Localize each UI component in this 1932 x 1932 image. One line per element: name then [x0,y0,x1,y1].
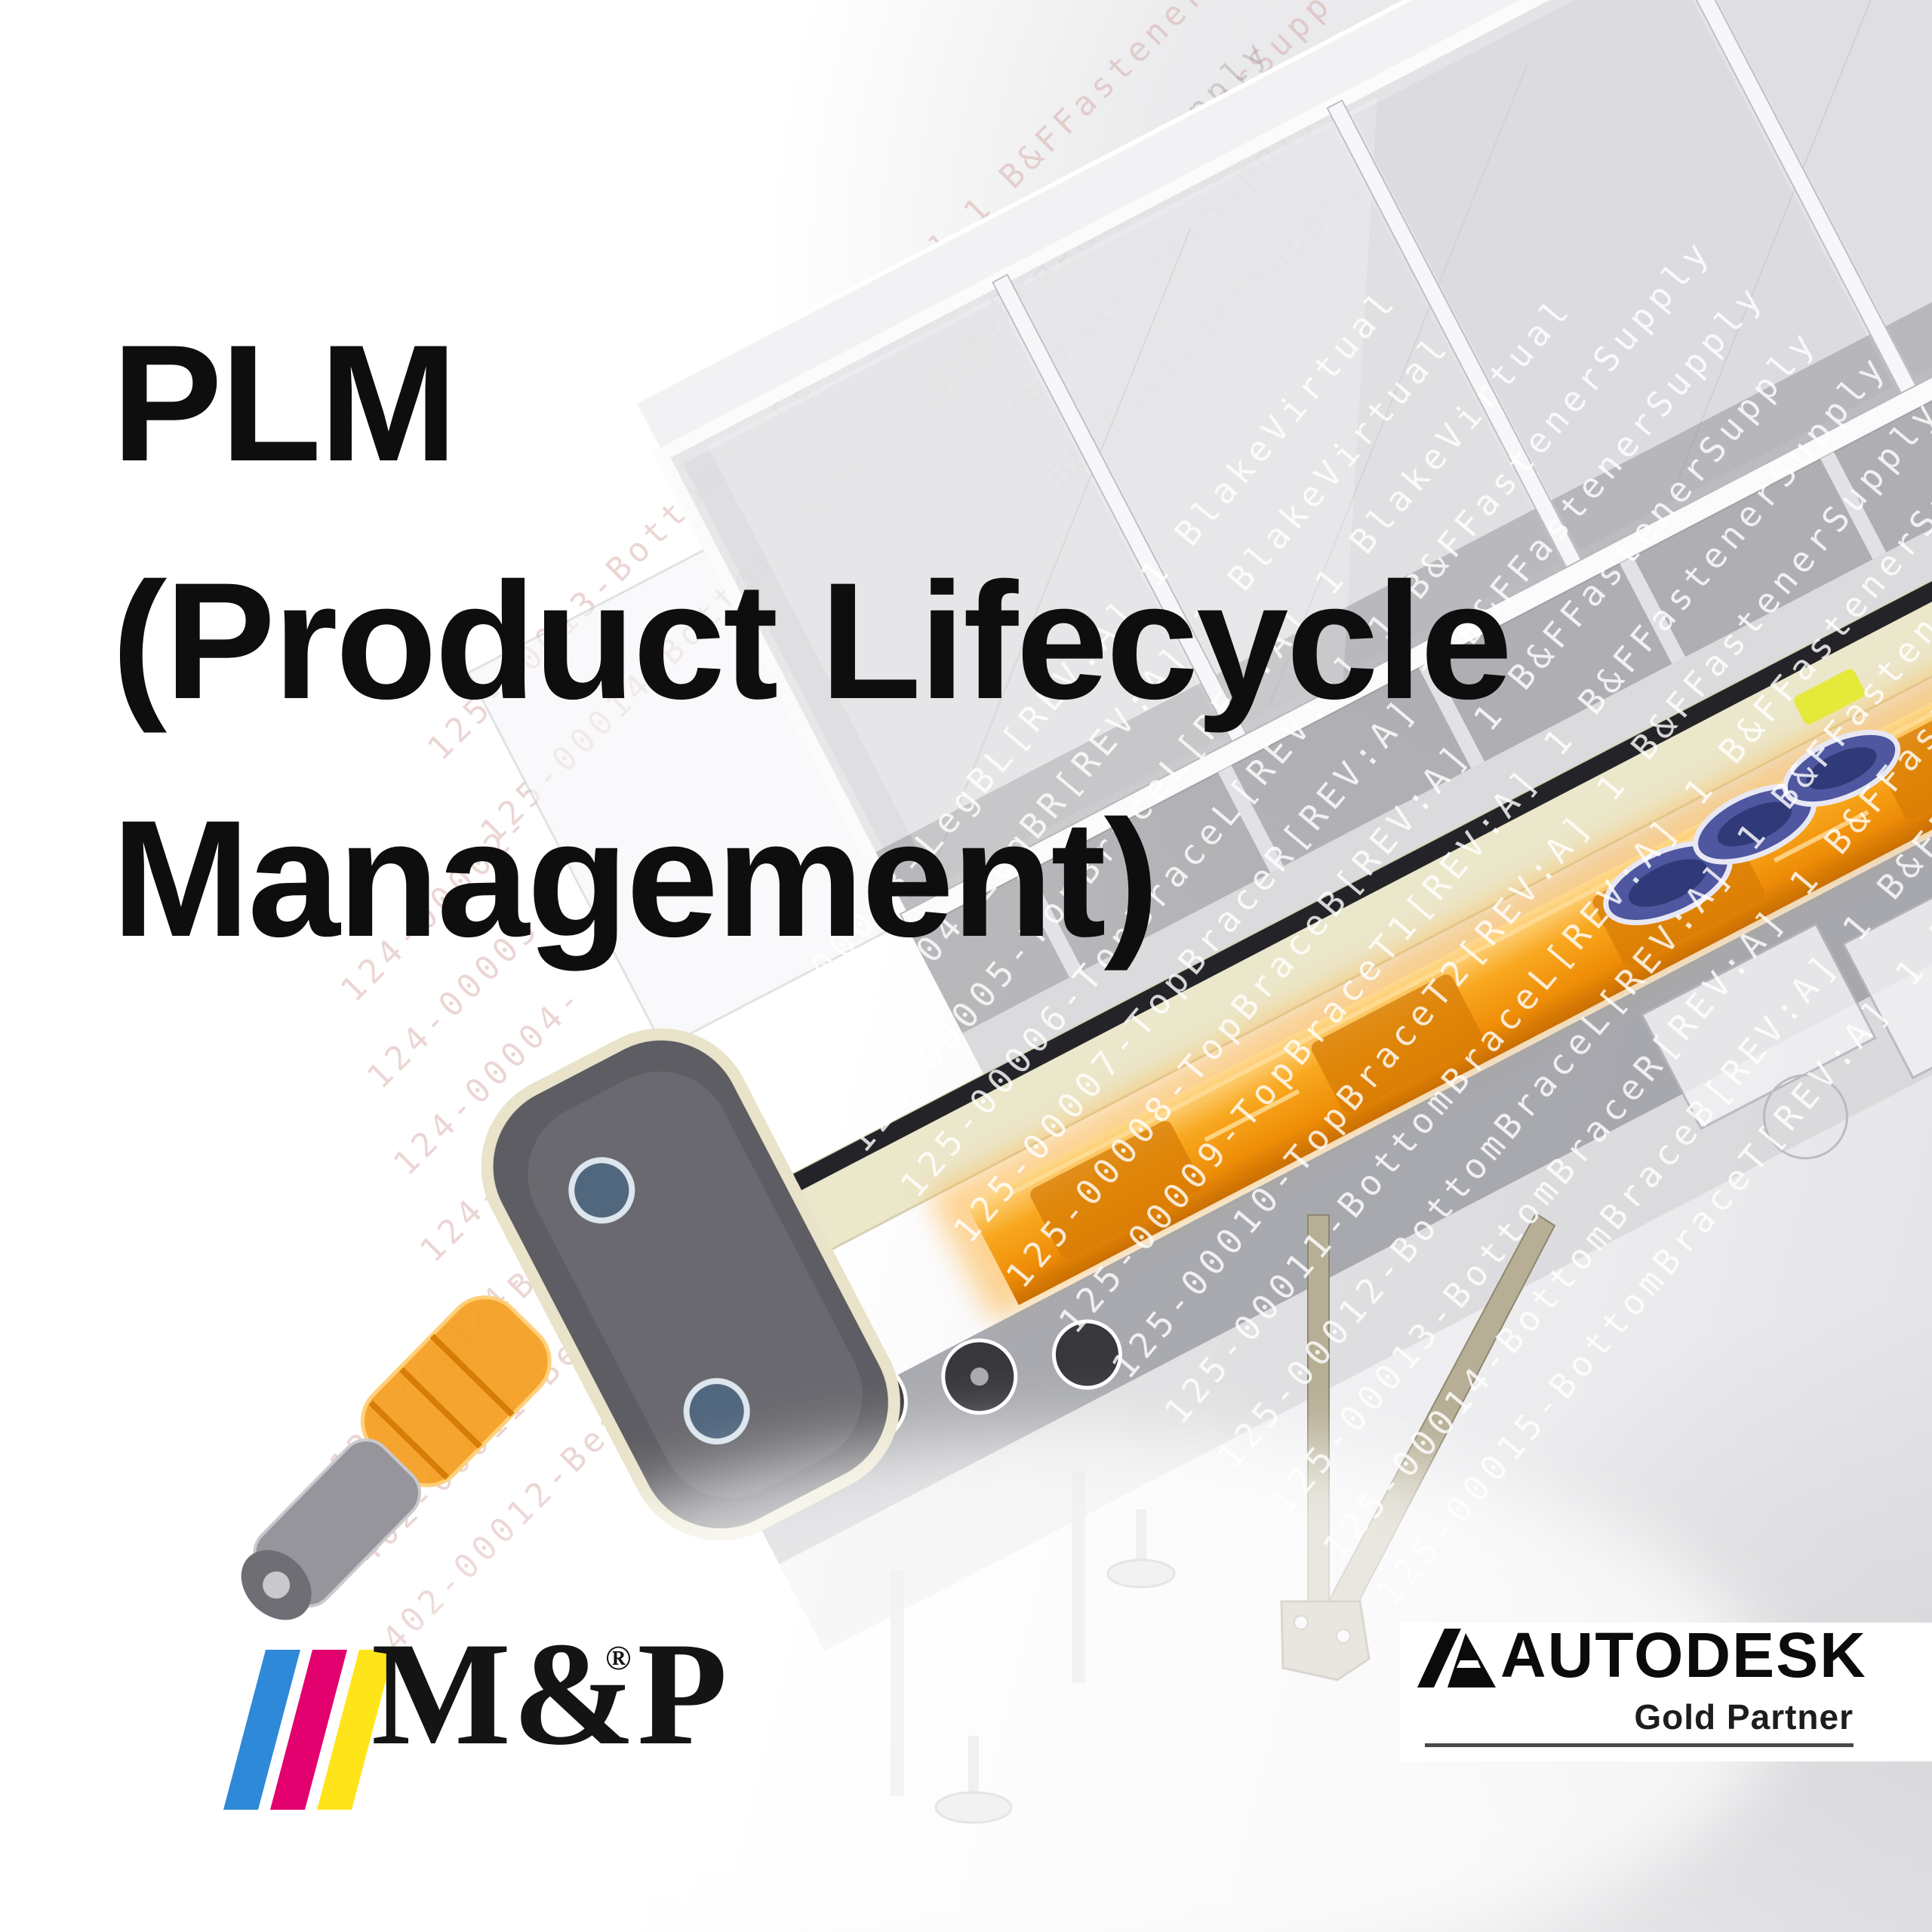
autodesk-underline [1425,1743,1854,1747]
autodesk-wordmark: AUTODESK [1500,1620,1867,1690]
glass-bay [1017,125,1559,725]
orange-highlights [1010,41,1932,1195]
mid-band [909,0,1932,1034]
wireframe-works [1640,838,1932,1160]
autodesk-logo-panel [1400,1623,1932,1761]
mid-deck [962,0,1932,1075]
autodesk-mark-icon [1417,1629,1496,1687]
enclosure-top [631,0,1932,458]
belt-stripe [622,0,1932,1279]
mid-posts [1017,451,1887,978]
mp-stripe-magenta-icon [270,1650,347,1810]
glass-bay [1352,0,1894,551]
bolt-boss [568,1157,635,1224]
autodesk-partner-tier: Gold Partner [1634,1697,1854,1737]
lower-skirt [779,239,1932,1651]
mp-wordmark: M&P [371,1612,729,1776]
page-title-line3: Management) [112,786,1159,971]
floor-glow [415,1434,1774,1932]
yellow-tag [1794,669,1865,724]
bolt-boss [683,1377,750,1444]
page-title-line1: PLM [112,310,457,496]
blue-trays [1603,729,1901,925]
glass-bay [683,300,1225,900]
page-title-line2: (Product Lifecycle [112,548,1512,734]
lower-band [727,139,1932,1564]
mp-stripe-cyan-icon [223,1650,300,1810]
mp-logo [223,1650,394,1810]
motor-assembly [241,1295,552,1620]
registered-trademark-icon: ® [605,1638,632,1677]
mp-stripe-yellow-icon [317,1650,394,1810]
orange-strip [966,20,1932,1306]
